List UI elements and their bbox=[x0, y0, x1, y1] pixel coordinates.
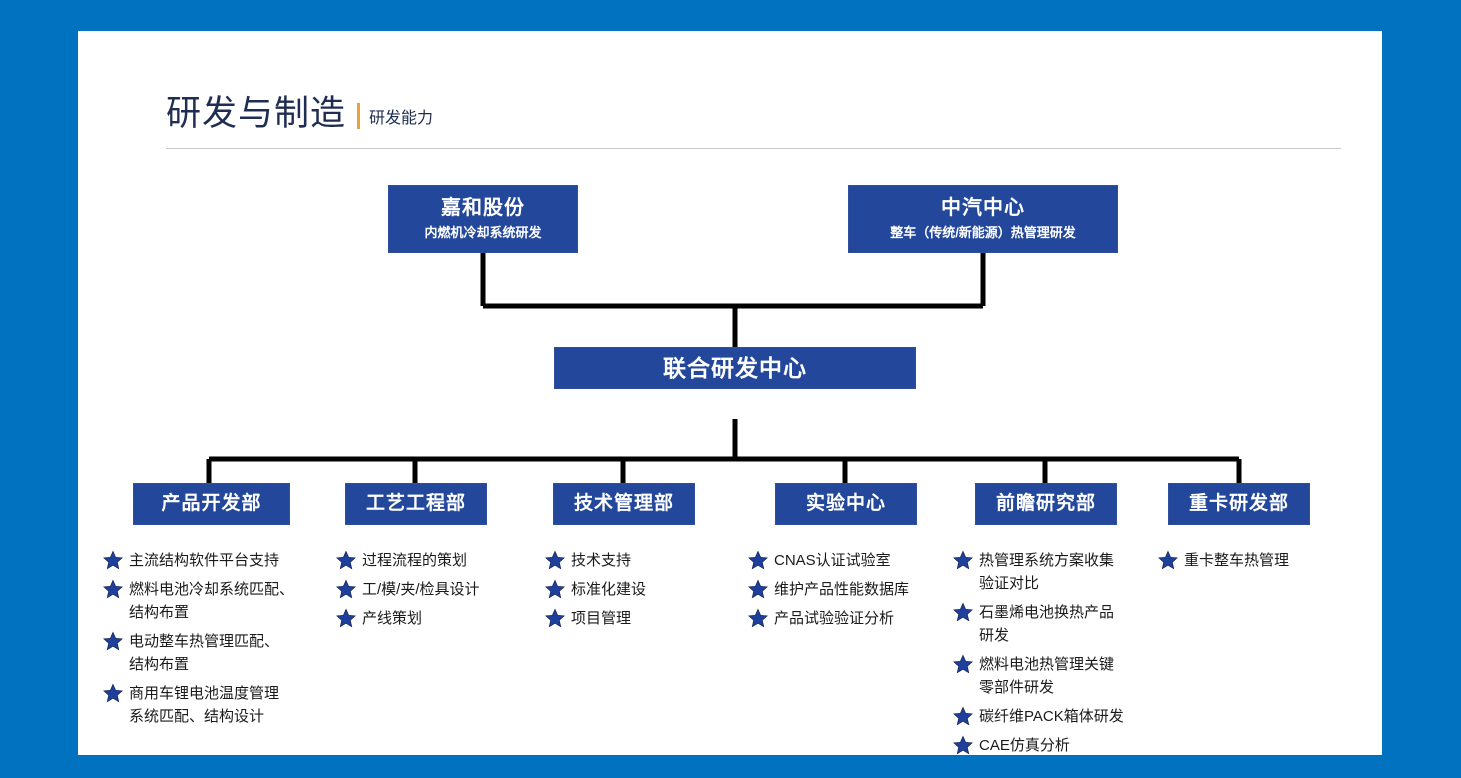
header-divider bbox=[166, 148, 1341, 149]
dept-items-3: CNAS认证试验室维护产品性能数据库产品试验验证分析 bbox=[748, 549, 948, 636]
list-item: 燃料电池热管理关键 零部件研发 bbox=[953, 653, 1148, 699]
list-item: 项目管理 bbox=[545, 607, 720, 630]
org-node-title: 技术管理部 bbox=[573, 493, 674, 514]
star-icon bbox=[545, 579, 565, 599]
list-item: 主流结构软件平台支持 bbox=[103, 549, 328, 572]
org-node-title: 联合研发中心 bbox=[663, 355, 807, 381]
star-icon bbox=[336, 579, 356, 599]
list-item: 石墨烯电池换热产品 研发 bbox=[953, 601, 1148, 647]
list-item: CAE仿真分析 bbox=[953, 734, 1148, 757]
list-item: 工/模/夹/检具设计 bbox=[336, 578, 511, 601]
list-item-label: 热管理系统方案收集 验证对比 bbox=[979, 552, 1115, 592]
org-node-title: 重卡研发部 bbox=[1188, 493, 1289, 514]
list-item-label: 产品试验验证分析 bbox=[774, 610, 895, 627]
list-item: 重卡整车热管理 bbox=[1158, 549, 1338, 572]
list-item-label: 标准化建设 bbox=[571, 581, 647, 598]
org-node-subtitle: 内燃机冷却系统研发 bbox=[424, 225, 542, 240]
page-title: 研发与制造 bbox=[166, 94, 347, 133]
org-node-dept-4[interactable]: 前瞻研究部 bbox=[975, 483, 1117, 525]
list-item: 过程流程的策划 bbox=[336, 549, 511, 572]
slide-panel: 研发与制造 研发能力 嘉和股份 bbox=[78, 31, 1382, 755]
list-item-label: 主流结构软件平台支持 bbox=[129, 552, 280, 569]
dept-items-4: 热管理系统方案收集 验证对比石墨烯电池换热产品 研发燃料电池热管理关键 零部件研… bbox=[953, 549, 1148, 763]
list-item: 商用车锂电池温度管理 系统匹配、结构设计 bbox=[103, 682, 328, 728]
org-chart-connectors bbox=[206, 253, 1242, 483]
star-icon bbox=[545, 550, 565, 570]
title-separator bbox=[357, 103, 361, 129]
list-item-label: 工/模/夹/检具设计 bbox=[362, 581, 480, 598]
star-icon bbox=[336, 550, 356, 570]
list-item-label: CNAS认证试验室 bbox=[774, 552, 891, 569]
list-item: 燃料电池冷却系统匹配、 结构布置 bbox=[103, 578, 328, 624]
list-item-label: 产线策划 bbox=[362, 610, 423, 627]
org-node-title: 前瞻研究部 bbox=[995, 493, 1096, 514]
star-icon bbox=[953, 602, 973, 622]
list-item-label: 商用车锂电池温度管理 系统匹配、结构设计 bbox=[129, 685, 280, 725]
list-item: 维护产品性能数据库 bbox=[748, 578, 948, 601]
dept-items-5: 重卡整车热管理 bbox=[1158, 549, 1338, 578]
list-item-label: 燃料电池冷却系统匹配、 结构布置 bbox=[129, 581, 295, 621]
star-icon bbox=[1158, 550, 1178, 570]
list-item: 碳纤维PACK箱体研发 bbox=[953, 705, 1148, 728]
list-item: 技术支持 bbox=[545, 549, 720, 572]
slide-header: 研发与制造 研发能力 bbox=[166, 88, 1341, 150]
dept-items-2: 技术支持标准化建设项目管理 bbox=[545, 549, 720, 636]
list-item-label: CAE仿真分析 bbox=[979, 737, 1070, 754]
list-item-label: 过程流程的策划 bbox=[362, 552, 468, 569]
dept-items-1: 过程流程的策划工/模/夹/检具设计产线策划 bbox=[336, 549, 511, 636]
star-icon bbox=[748, 550, 768, 570]
page-subtitle: 研发能力 bbox=[369, 110, 434, 127]
org-node-dept-1[interactable]: 工艺工程部 bbox=[345, 483, 487, 525]
list-item: 产品试验验证分析 bbox=[748, 607, 948, 630]
list-item-label: 电动整车热管理匹配、 结构布置 bbox=[129, 633, 280, 673]
star-icon bbox=[748, 579, 768, 599]
star-icon bbox=[336, 608, 356, 628]
list-item: CNAS认证试验室 bbox=[748, 549, 948, 572]
org-node-center[interactable]: 联合研发中心 bbox=[554, 347, 916, 389]
list-item-label: 重卡整车热管理 bbox=[1184, 552, 1290, 569]
list-item: 热管理系统方案收集 验证对比 bbox=[953, 549, 1148, 595]
list-item-label: 燃料电池热管理关键 零部件研发 bbox=[979, 656, 1115, 696]
list-item: 产线策划 bbox=[336, 607, 511, 630]
list-item-label: 技术支持 bbox=[571, 552, 632, 569]
org-node-title: 工艺工程部 bbox=[365, 493, 466, 514]
star-icon bbox=[953, 654, 973, 674]
org-node-dept-0[interactable]: 产品开发部 bbox=[133, 483, 290, 525]
list-item-label: 维护产品性能数据库 bbox=[774, 581, 910, 598]
star-icon bbox=[103, 579, 123, 599]
org-node-dept-5[interactable]: 重卡研发部 bbox=[1168, 483, 1310, 525]
star-icon bbox=[953, 706, 973, 726]
org-node-subtitle: 整车（传统/新能源）热管理研发 bbox=[890, 225, 1076, 240]
org-node-partner-0[interactable]: 嘉和股份 内燃机冷却系统研发 bbox=[388, 185, 578, 253]
org-node-title: 产品开发部 bbox=[161, 493, 262, 514]
org-node-partner-1[interactable]: 中汽中心 整车（传统/新能源）热管理研发 bbox=[848, 185, 1118, 253]
org-node-title: 嘉和股份 bbox=[441, 197, 525, 219]
list-item-label: 石墨烯电池换热产品 研发 bbox=[979, 604, 1115, 644]
list-item: 标准化建设 bbox=[545, 578, 720, 601]
org-node-dept-3[interactable]: 实验中心 bbox=[775, 483, 917, 525]
star-icon bbox=[953, 550, 973, 570]
title-row: 研发与制造 研发能力 bbox=[166, 88, 1341, 134]
org-node-dept-2[interactable]: 技术管理部 bbox=[553, 483, 695, 525]
star-icon bbox=[103, 631, 123, 651]
dept-items-0: 主流结构软件平台支持燃料电池冷却系统匹配、 结构布置电动整车热管理匹配、 结构布… bbox=[103, 549, 328, 734]
list-item: 电动整车热管理匹配、 结构布置 bbox=[103, 630, 328, 676]
star-icon bbox=[953, 735, 973, 755]
star-icon bbox=[748, 608, 768, 628]
star-icon bbox=[103, 683, 123, 703]
star-icon bbox=[545, 608, 565, 628]
org-node-title: 中汽中心 bbox=[941, 197, 1025, 219]
star-icon bbox=[103, 550, 123, 570]
list-item-label: 项目管理 bbox=[571, 610, 632, 627]
list-item-label: 碳纤维PACK箱体研发 bbox=[979, 708, 1124, 725]
org-node-title: 实验中心 bbox=[805, 493, 886, 514]
